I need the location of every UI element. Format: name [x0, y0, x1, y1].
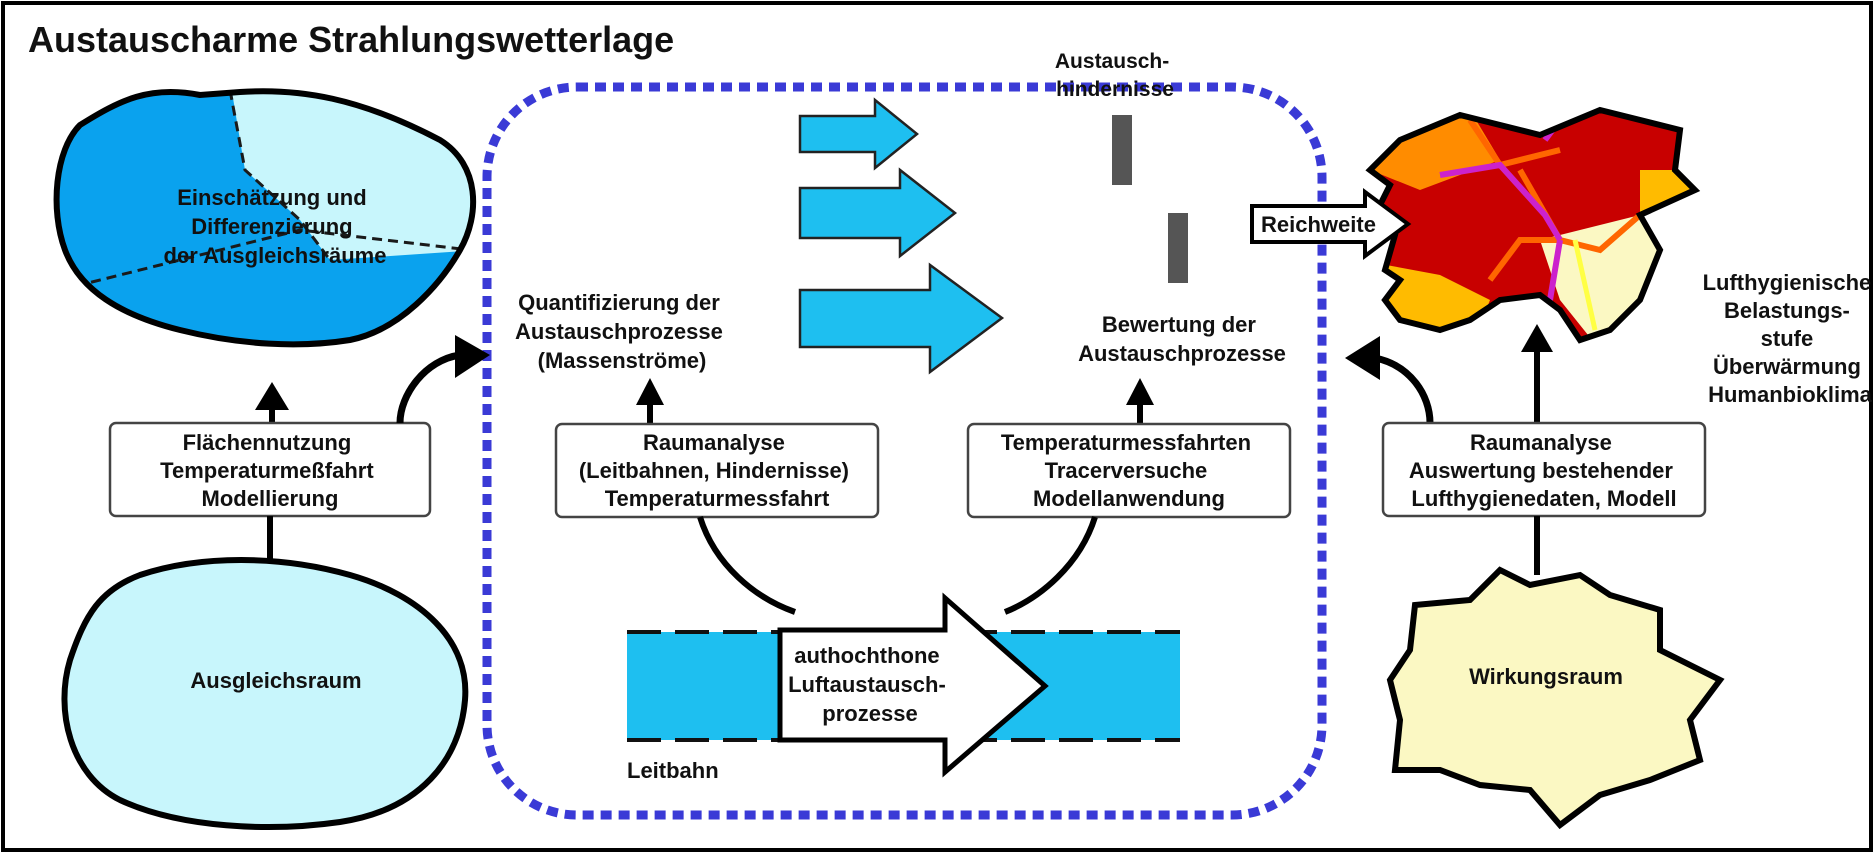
leitbahn-label: Leitbahn [627, 758, 719, 783]
messfahrten-box [966, 422, 1292, 519]
wirkungsraum-shape [1386, 566, 1725, 830]
curved-arrow-left-head [455, 335, 490, 378]
curve-to-messfahrten [1003, 516, 1098, 615]
ausgleichsraeume-shape [53, 88, 477, 348]
hindernisse-label: Austausch- hindernisse [1055, 50, 1175, 101]
curved-arrow-right-head [1345, 336, 1380, 380]
curved-arrow-right-to-center [1374, 354, 1434, 424]
analyse-box-right [1381, 421, 1707, 518]
arrow-up-left-head [255, 382, 289, 410]
reichweite-arrow [1250, 188, 1412, 260]
flow-arrow-3 [798, 262, 1005, 375]
analyse-right-label: Raumanalyse Auswertung bestehender Lufth… [1409, 430, 1679, 511]
curve-to-raumanalyse [697, 516, 796, 615]
curved-arrow-left-to-center [396, 351, 461, 424]
bewertung-label: Bewertung der Austauschprozesse [1078, 312, 1286, 366]
obstacle-bar-1 [1112, 115, 1132, 185]
quantifizierung-label: Quantifizierung der Austauschprozesse (M… [515, 290, 729, 373]
arrow-up-right-head [1521, 324, 1553, 352]
flow-arrow-2 [798, 167, 958, 259]
ausgleichsraum-label: Ausgleichsraum [190, 668, 361, 693]
flow-arrow-1 [798, 97, 919, 171]
belastungsstufe-label: Lufthygienische Belastungs- stufe Überwä… [1703, 270, 1874, 407]
arrow-up-messfahrten-head [1126, 378, 1154, 405]
diagram-title: Austauscharme Strahlungswetterlage [28, 19, 674, 60]
raumanalyse-label: Raumanalyse (Leitbahnen, Hindernisse) Te… [579, 430, 855, 511]
methods-left-label: Flächennutzung Temperaturmeßfahrt Modell… [160, 430, 380, 511]
arrow-up-raumanalyse-head [636, 378, 664, 405]
differenzierung-label: Einschätzung und Differenzierung der Aus… [164, 185, 387, 268]
ausgleichsraum-shape [61, 557, 469, 830]
messfahrten-label: Temperaturmessfahrten Tracerversuche Mod… [1001, 430, 1257, 511]
raumanalyse-box [554, 422, 880, 519]
obstacle-bar-2 [1168, 213, 1188, 283]
luftaustausch-arrow [777, 592, 1049, 778]
luftaustausch-label: authochthone Luftaustausch- prozesse [788, 643, 952, 726]
reichweite-label: Reichweite [1261, 212, 1376, 237]
wirkungsraum-label: Wirkungsraum [1469, 664, 1623, 689]
process-region-border [482, 82, 1327, 820]
